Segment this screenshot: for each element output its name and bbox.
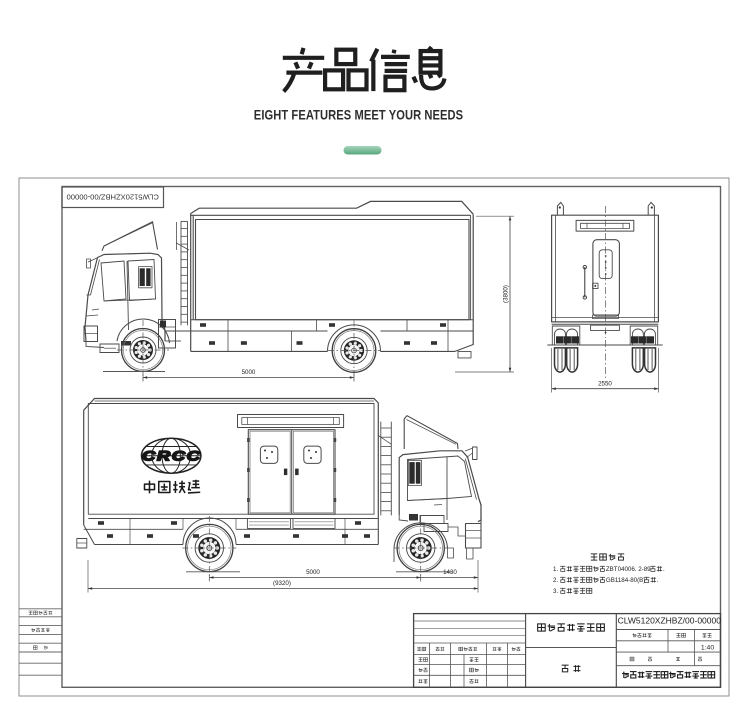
svg-text:ZBT04006. 2-89: ZBT04006. 2-89 <box>606 566 651 573</box>
svg-text:1430: 1430 <box>443 569 457 576</box>
svg-text:CLW5120XZHBZ/00-00000: CLW5120XZHBZ/00-00000 <box>67 193 159 202</box>
svg-text:2.: 2. <box>553 577 558 584</box>
svg-text:5000: 5000 <box>242 369 256 376</box>
svg-text:CRCC: CRCC <box>142 448 202 464</box>
svg-text:(3800): (3800) <box>503 285 510 303</box>
svg-text:3.: 3. <box>553 588 558 595</box>
svg-text:1.: 1. <box>553 566 558 573</box>
svg-text:(9320): (9320) <box>273 580 291 587</box>
svg-text:CLW5120XZHBZ/00-00000: CLW5120XZHBZ/00-00000 <box>618 615 722 625</box>
svg-text:EIGHT FEATURES MEET YOUR NEEDS: EIGHT FEATURES MEET YOUR NEEDS <box>254 107 463 122</box>
svg-text:.: . <box>657 577 659 584</box>
svg-text:.: . <box>663 566 665 573</box>
svg-text:GB1184-80(B): GB1184-80(B) <box>606 577 645 584</box>
svg-text:2550: 2550 <box>598 380 612 387</box>
svg-text:5000: 5000 <box>306 569 320 576</box>
svg-text:1:40: 1:40 <box>701 645 714 652</box>
